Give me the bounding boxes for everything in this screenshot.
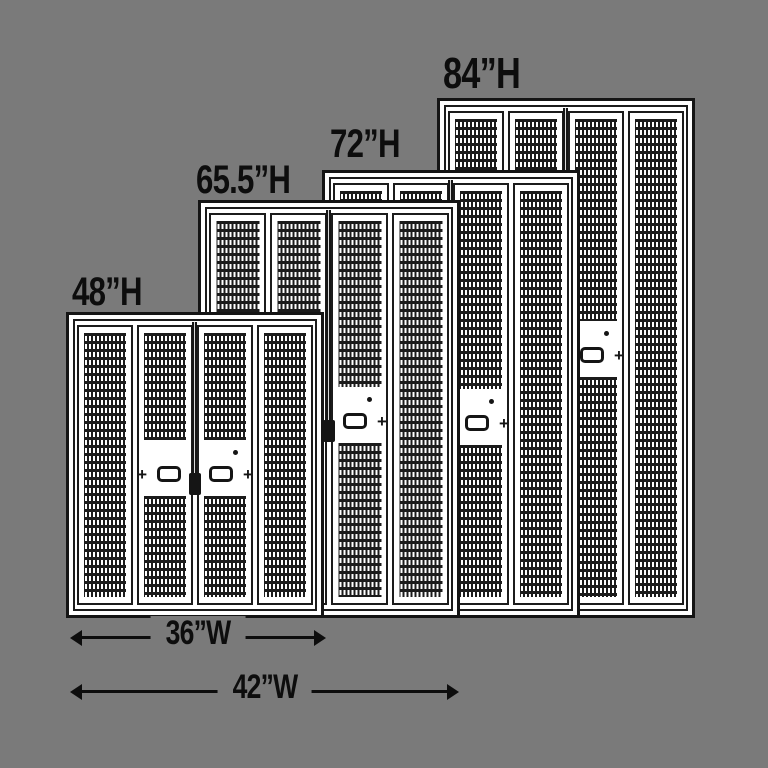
cabinet-door-panel[interactable]: + bbox=[331, 213, 388, 605]
plus-marker-icon: + bbox=[137, 465, 147, 484]
width-dimension-w42: 42”W bbox=[70, 670, 459, 706]
perforated-mesh bbox=[338, 443, 381, 597]
width-label-text: 42”W bbox=[232, 668, 297, 706]
perforated-mesh bbox=[204, 333, 246, 440]
height-label-h84: 84”H bbox=[443, 49, 521, 98]
perforated-mesh bbox=[575, 377, 617, 597]
perforated-mesh bbox=[399, 221, 442, 597]
height-label-h48: 48”H bbox=[72, 270, 143, 314]
perforated-mesh bbox=[144, 496, 186, 597]
perforated-mesh bbox=[460, 445, 502, 597]
lock-indicator-dot-icon bbox=[367, 397, 372, 402]
lock-indicator-dot-icon bbox=[489, 399, 494, 404]
cabinet-side-panel[interactable] bbox=[392, 213, 449, 605]
perforated-mesh bbox=[520, 191, 562, 597]
plus-marker-icon: + bbox=[243, 465, 253, 484]
perforated-mesh bbox=[144, 333, 186, 440]
vertical-latch-rod[interactable] bbox=[326, 210, 331, 428]
width-label-text: 36”W bbox=[165, 614, 231, 652]
cabinet-side-panel[interactable] bbox=[628, 111, 684, 605]
width-dimension-w36: 36”W bbox=[70, 616, 326, 652]
cabinet-door-panel[interactable]: + bbox=[137, 325, 193, 605]
height-label-h72: 72”H bbox=[330, 122, 401, 166]
arrow-right-icon bbox=[314, 630, 326, 646]
cabinet-side-panel[interactable] bbox=[257, 325, 313, 605]
perforated-mesh bbox=[635, 119, 677, 597]
arrow-left-icon bbox=[70, 630, 82, 646]
perforated-mesh bbox=[84, 333, 126, 597]
vertical-latch-rod[interactable] bbox=[192, 322, 197, 481]
plus-marker-icon: + bbox=[377, 412, 387, 431]
perforated-mesh bbox=[264, 333, 306, 597]
perforated-mesh bbox=[204, 496, 246, 597]
arrow-right-icon bbox=[447, 684, 459, 700]
perforated-mesh bbox=[575, 119, 617, 321]
door-pull-handle[interactable] bbox=[465, 415, 489, 431]
width-label-w42: 42”W bbox=[217, 670, 312, 704]
lock-indicator-dot-icon bbox=[604, 331, 609, 336]
door-pull-handle[interactable] bbox=[580, 347, 604, 363]
cabinet-side-panel[interactable] bbox=[77, 325, 133, 605]
cabinet-door-panel[interactable]: + bbox=[453, 183, 509, 605]
perforated-mesh bbox=[460, 191, 502, 389]
cabinet-side-panel[interactable] bbox=[513, 183, 569, 605]
cabinet-cab-48[interactable]: ++ bbox=[66, 312, 324, 618]
lock-indicator-dot-icon bbox=[233, 450, 238, 455]
plus-marker-icon: + bbox=[499, 414, 509, 433]
cabinet-body: ++ bbox=[73, 319, 317, 611]
height-label-h655: 65.5”H bbox=[196, 158, 291, 202]
arrow-left-icon bbox=[70, 684, 82, 700]
latch-lock-body[interactable] bbox=[323, 420, 335, 442]
door-pull-handle[interactable] bbox=[343, 413, 367, 429]
door-pull-handle[interactable] bbox=[209, 466, 233, 482]
width-label-w36: 36”W bbox=[150, 614, 246, 652]
door-pull-handle[interactable] bbox=[157, 466, 181, 482]
perforated-mesh bbox=[338, 221, 381, 387]
plus-marker-icon: + bbox=[614, 346, 624, 365]
cabinet-door-panel[interactable]: + bbox=[197, 325, 253, 605]
latch-lock-body[interactable] bbox=[189, 473, 201, 495]
